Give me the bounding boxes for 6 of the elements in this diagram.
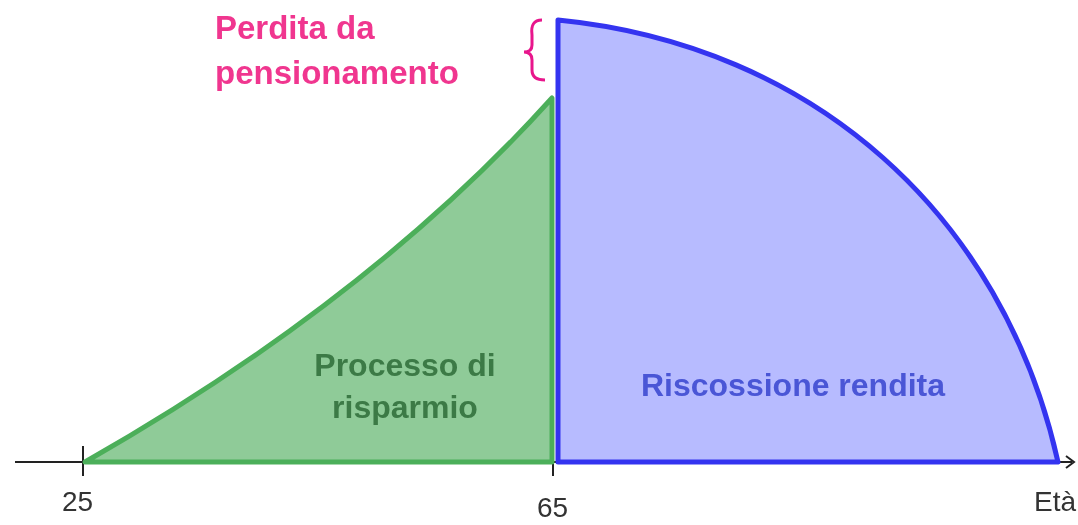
axis-tick-label: 25 <box>62 486 94 518</box>
area-label: Riscossione rendita <box>639 366 947 405</box>
axis-title: Età <box>1034 486 1077 518</box>
annotation-text: Perdita da pensionamento <box>215 8 460 93</box>
axis-tick-label: 65 <box>537 492 569 524</box>
area-label: Processo di risparmio <box>313 346 497 427</box>
